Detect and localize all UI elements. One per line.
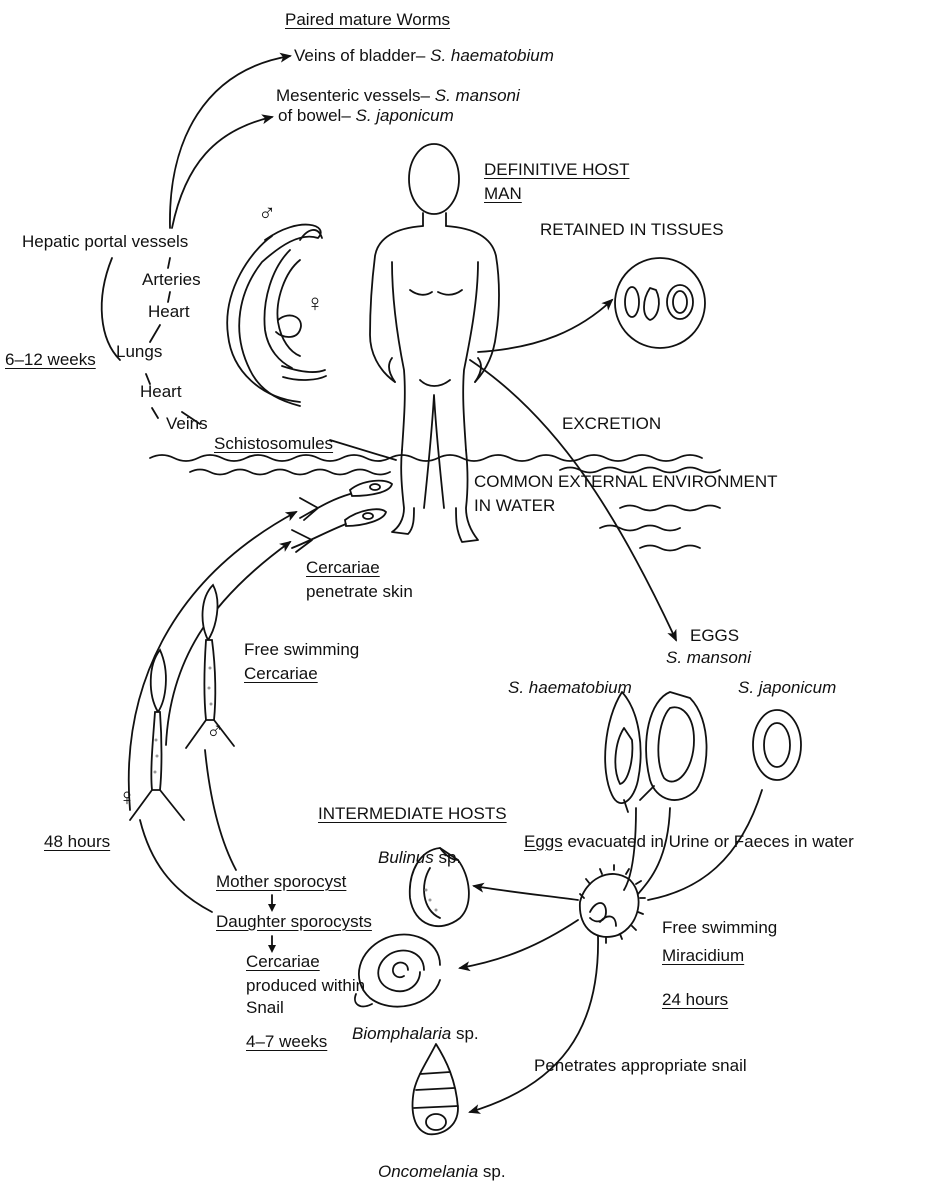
free-cercariae-line2: Cercariae (244, 664, 318, 684)
bulinus-label: Bulinus sp. (378, 848, 461, 868)
eggs-evacuated-label: Eggs evacuated in Urine or Faeces in wat… (524, 832, 854, 852)
cercariae-penetrate-title: Cercariae (306, 558, 380, 578)
lungs-label: Lungs (116, 342, 162, 362)
mesenteric-text: Mesenteric vessels– (276, 86, 435, 105)
heart-label-2: Heart (140, 382, 182, 402)
duration-48-hours: 48 hours (44, 832, 110, 852)
japonicum-egg-icon (753, 710, 801, 780)
biomphalaria-label: Biomphalaria sp. (352, 1024, 479, 1044)
male-worm-symbol: ♂ (258, 200, 276, 228)
oncomelania-genus: Oncomelania (378, 1162, 478, 1181)
haematobium-species: S. haematobium (430, 46, 554, 65)
veins-label: Veins (166, 414, 208, 434)
female-cercaria-symbol: ♀ (118, 784, 136, 812)
arrow-to-oncomelania (470, 936, 598, 1112)
eggs-japonicum-label: S. japonicum (738, 678, 836, 698)
haematobium-egg-icon (605, 692, 640, 812)
duration-6-12-weeks: 6–12 weeks (5, 350, 96, 370)
free-cercariae-icon (130, 585, 234, 820)
male-cercaria-symbol: ♂ (206, 718, 224, 746)
mother-sporocyst-label: Mother sporocyst (216, 872, 346, 892)
excretion-label: EXCRETION (562, 414, 661, 434)
definitive-host-man: MAN (484, 184, 522, 204)
lower-arc-sporocyst (205, 750, 236, 870)
female-worm-symbol: ♀ (306, 290, 324, 318)
hepatic-portal-label: Hepatic portal vessels (22, 232, 188, 252)
lower-arc-48h (140, 820, 212, 912)
intermediate-hosts-heading: INTERMEDIATE HOSTS (318, 804, 507, 824)
bulinus-sp: sp. (434, 848, 461, 867)
schistosomules-label: Schistosomules (214, 434, 333, 454)
produced-within-label: produced within (246, 976, 365, 996)
oncomelania-snail-icon (413, 1044, 458, 1134)
oncomelania-label: Oncomelania sp. (378, 1162, 506, 1182)
sporocyst-cercariae-label: Cercariae (246, 952, 320, 972)
definitive-host-title: DEFINITIVE HOST (484, 160, 629, 180)
eggs-haematobium-label: S. haematobium (508, 678, 632, 698)
snail-label: Snail (246, 998, 284, 1018)
mesenteric-label: Mesenteric vessels– S. mansoni (276, 86, 520, 106)
free-cercariae-line1: Free swimming (244, 640, 359, 660)
biomphalaria-sp: sp. (451, 1024, 478, 1043)
miracidium-icon (580, 865, 645, 943)
penetrates-snail-label: Penetrates appropriate snail (534, 1056, 747, 1076)
penetrating-cercariae-icon (292, 481, 392, 552)
japonicum-species: S. japonicum (356, 106, 454, 125)
oncomelania-sp: sp. (478, 1162, 505, 1181)
bowel-text: of bowel– (278, 106, 356, 125)
mansoni-species: S. mansoni (435, 86, 520, 105)
eggs-title: EGGS (690, 626, 739, 646)
arrow-to-biomphalaria (460, 920, 578, 968)
evacuated-text: evacuated in Urine or Faeces in water (563, 832, 854, 851)
eggs-word: Eggs (524, 832, 563, 851)
duration-24-hours: 24 hours (662, 990, 728, 1010)
paired-worms-heading: Paired mature Worms (285, 10, 450, 30)
arteries-label: Arteries (142, 270, 201, 290)
duration-4-7-weeks: 4–7 weeks (246, 1032, 327, 1052)
eggs-mansoni-label: S. mansoni (666, 648, 751, 668)
water-surface (150, 455, 720, 551)
mansoni-egg-icon (640, 692, 707, 800)
cercariae-penetrate-skin: penetrate skin (306, 582, 413, 602)
retained-eggs-icon (615, 258, 705, 348)
daughter-sporocysts-label: Daughter sporocysts (216, 912, 372, 932)
bowel-label: of bowel– S. japonicum (278, 106, 454, 126)
bladder-veins-label: Veins of bladder– S. haematobium (294, 46, 554, 66)
free-miracidium-line2: Miracidium (662, 946, 744, 966)
heart-label-1: Heart (148, 302, 190, 322)
biomphalaria-snail-icon (355, 934, 440, 1006)
bulinus-genus: Bulinus (378, 848, 434, 867)
environment-line2: IN WATER (474, 496, 555, 516)
arrow-to-bulinus (474, 886, 578, 900)
biomphalaria-genus: Biomphalaria (352, 1024, 451, 1043)
environment-line1: COMMON EXTERNAL ENVIRONMENT (474, 472, 778, 492)
bladder-text: Veins of bladder– (294, 46, 430, 65)
free-miracidium-line1: Free swimming (662, 918, 777, 938)
retained-in-tissues-label: RETAINED IN TISSUES (540, 220, 724, 240)
